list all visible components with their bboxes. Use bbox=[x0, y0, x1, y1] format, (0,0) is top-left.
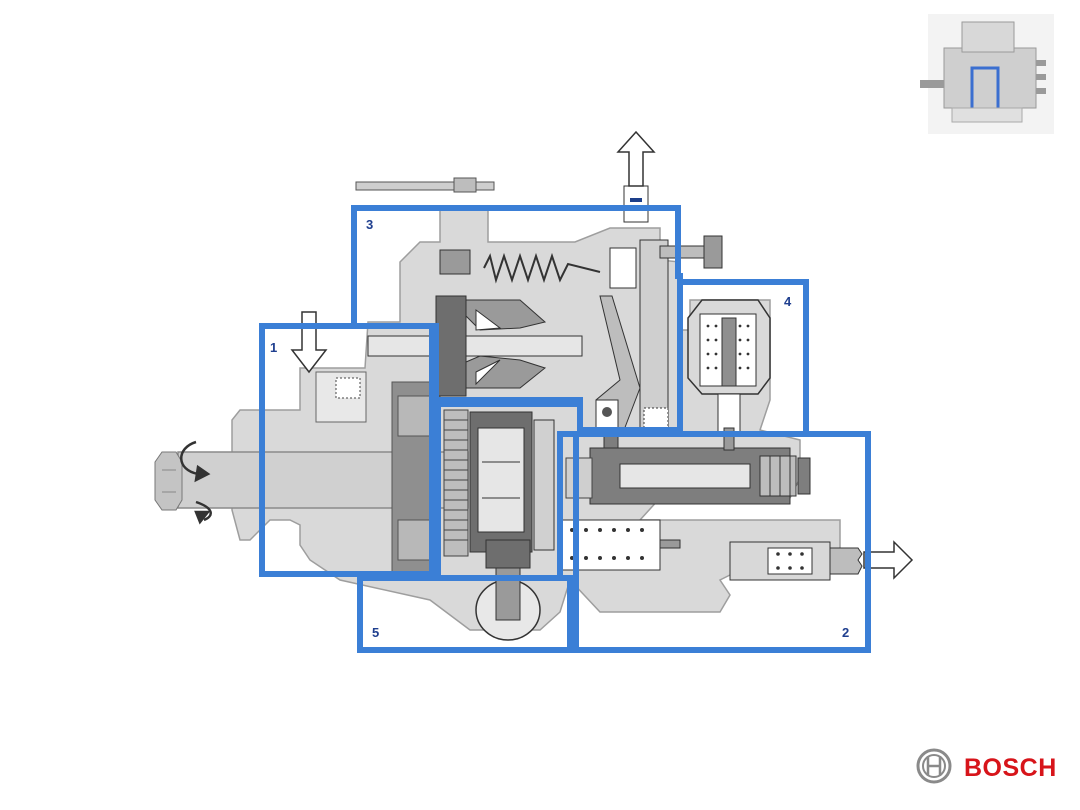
bosch-wordmark: BOSCH bbox=[964, 754, 1057, 782]
bosch-logo-icon bbox=[916, 748, 952, 784]
gear-teeth bbox=[444, 419, 468, 541]
pump-thumbnail-icon bbox=[920, 14, 1054, 134]
rotation-arrow-icon bbox=[180, 440, 212, 525]
zone-label-2: 2 bbox=[842, 625, 849, 640]
flyweight-lower bbox=[465, 355, 547, 389]
cam-plate bbox=[443, 409, 469, 557]
arrow-down-icon bbox=[290, 311, 328, 374]
overflow-restriction bbox=[623, 185, 649, 223]
arrow-right-icon bbox=[863, 540, 914, 580]
zone-label-4: 4 bbox=[784, 294, 792, 309]
zone-label-5: 5 bbox=[372, 625, 379, 640]
shaft-nut bbox=[154, 451, 183, 511]
zone-label-1: 1 bbox=[270, 340, 277, 355]
accelerator-lever bbox=[355, 181, 495, 191]
arrow-up-icon bbox=[616, 130, 656, 187]
governor-spring bbox=[483, 252, 601, 284]
zone-label-3: 3 bbox=[366, 217, 373, 232]
governor-shaft bbox=[367, 335, 583, 357]
zone-outlines bbox=[259, 205, 871, 653]
